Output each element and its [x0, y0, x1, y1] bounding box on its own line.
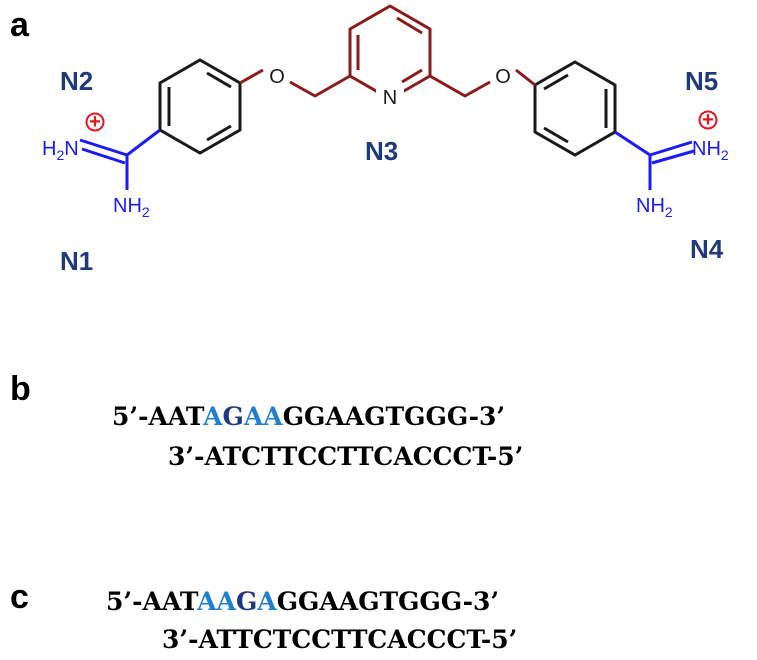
site-label-n4: N4: [690, 234, 724, 264]
seq-c-seg-4: GGAAGTGGG-3’: [277, 587, 499, 616]
seq-b-seg-4: GGAAGTGGG-3’: [283, 402, 505, 431]
panel-label-b: b: [10, 370, 31, 408]
right-benzene-ring: [533, 60, 617, 157]
seq-b-seg-1: A: [202, 402, 223, 431]
seq-c-seg-1: AA: [196, 587, 236, 616]
right-iminium-nh2: NH2: [692, 138, 729, 163]
sequence-c-top-strand: 5’-AATAAGAGGAAGTGGG-3’: [106, 587, 499, 616]
pentamidine-analog-structure: N O O H2N + NH2 NH2 + NH2: [42, 4, 729, 220]
left-amidinium-group: [79, 128, 161, 190]
right-positive-charge-icon: +: [698, 109, 718, 131]
svg-text:+: +: [89, 111, 101, 133]
seq-b-seg-3: AA: [243, 402, 283, 431]
site-label-n5: N5: [685, 66, 718, 96]
seq-c-seg-3: A: [256, 587, 277, 616]
sequence-b-top-strand: 5’-AATAGAAGGAAGTGGG-3’: [112, 402, 505, 431]
seq-c-seg-2: G: [236, 587, 257, 616]
pyridine-nitrogen: N: [383, 87, 397, 109]
left-iminium-nh2: H2N: [42, 138, 79, 163]
site-label-n2: N2: [60, 66, 93, 96]
panel-label-a: a: [10, 6, 30, 44]
seq-c-seg-0: 5’-AAT: [106, 587, 199, 616]
sequence-b-bottom-strand: 3’-ATCTTCCTTCACCCT-5’: [168, 442, 523, 471]
right-ether-oxygen: O: [495, 66, 511, 88]
right-amino-nh2: NH2: [636, 195, 673, 220]
svg-text:+: +: [702, 109, 714, 131]
site-label-n1: N1: [60, 246, 93, 276]
left-ether-oxygen: O: [269, 66, 285, 88]
left-positive-charge-icon: +: [85, 111, 105, 133]
panel-label-c: c: [10, 578, 29, 616]
left-benzene-ring: [158, 58, 242, 155]
seq-b-seg-0: 5’-AAT: [112, 402, 205, 431]
sequence-c-bottom-strand: 3’-ATTCTCCTTCACCCT-5’: [162, 625, 517, 654]
right-amidinium-group: [614, 130, 695, 190]
seq-b-seg-2: G: [223, 402, 244, 431]
left-amino-nh2: NH2: [113, 195, 150, 220]
site-label-n3: N3: [365, 136, 398, 166]
